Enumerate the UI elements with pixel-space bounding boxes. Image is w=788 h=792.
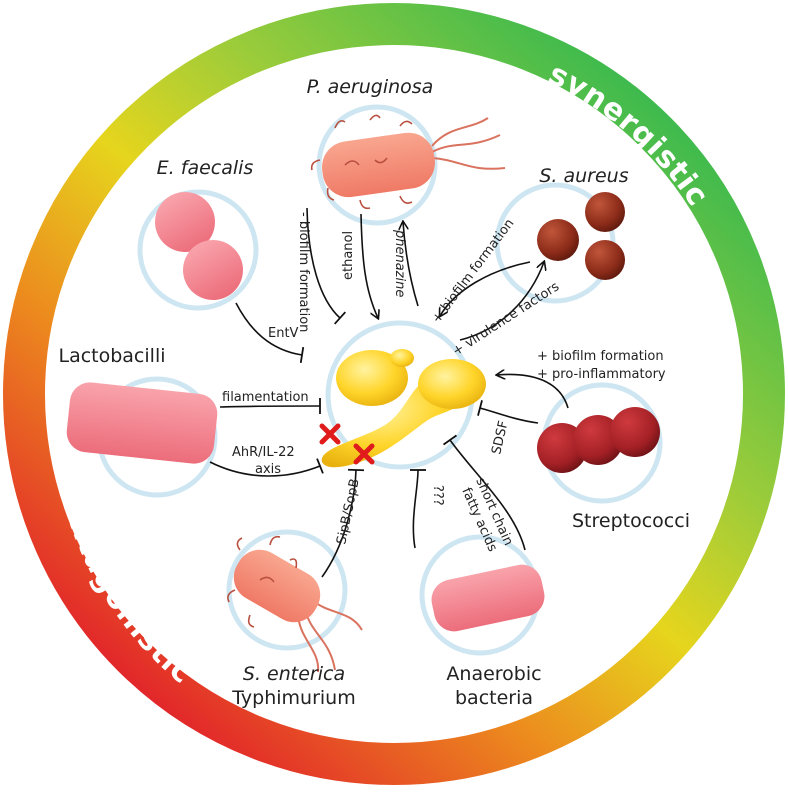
aureus-biofilm-arrow [440, 261, 531, 316]
entv-line [235, 302, 305, 364]
sipb-label: SipB/SopB [334, 477, 363, 545]
biofilm-inhibition-line [306, 207, 347, 325]
sdsf-line [477, 400, 539, 424]
strep-biofilm-label: + biofilm formation [537, 349, 664, 364]
sdsf-label: SDSF [489, 419, 511, 456]
anaerobic-label-line1: Anaerobic [446, 663, 541, 685]
scfa-line [442, 434, 526, 551]
unknown-label: ??? [430, 485, 445, 506]
phenazine-arrow [403, 222, 419, 307]
ethanol-label: ethanol [341, 231, 356, 280]
s-enterica-cell [227, 535, 363, 673]
candida-albicans-cell [321, 349, 486, 468]
virulence-arrow [459, 262, 544, 341]
gradient-ring [3, 3, 785, 785]
red-x-icon [319, 423, 375, 465]
sipb-line [321, 468, 365, 578]
biofilm-minus-label: - biofilm formation [296, 212, 311, 332]
p-aeruginosa-cell [310, 114, 506, 210]
s-enterica-label: S. enterica [243, 663, 345, 685]
lactobacilli-label: Lactobacilli [58, 345, 165, 367]
s-aureus-label: S. aureus [539, 165, 628, 187]
unknown-line [409, 469, 427, 549]
ethanol-arrow [360, 213, 378, 318]
streptococci-cells [537, 407, 660, 473]
strep-arrow [497, 374, 569, 409]
ahr-label-line2: axis [255, 462, 281, 477]
typhimurium-label: Typhimurium [231, 687, 355, 709]
e-faecalis-label: E. faecalis [157, 157, 254, 179]
e-faecalis-cell [155, 192, 243, 300]
streptococci-label: Streptococci [572, 510, 690, 532]
ahr-label-line1: AhR/IL-22 [232, 445, 295, 460]
p-aeruginosa-label: P. aeruginosa [307, 76, 434, 98]
filamentation-line [219, 397, 321, 415]
entv-label: EntV [268, 326, 299, 341]
anaerobic-label-line2: bacteria [455, 687, 533, 709]
ahr-line [209, 458, 324, 477]
s-aureus-cells [537, 192, 625, 280]
filamentation-label: filamentation [222, 390, 309, 405]
proinflammatory-label: + pro-inflammatory [537, 367, 666, 382]
anaerobic-bacteria-cell [431, 564, 545, 632]
lactobacilli-cell [66, 382, 218, 464]
phenazine-label: phenazine [392, 229, 407, 297]
